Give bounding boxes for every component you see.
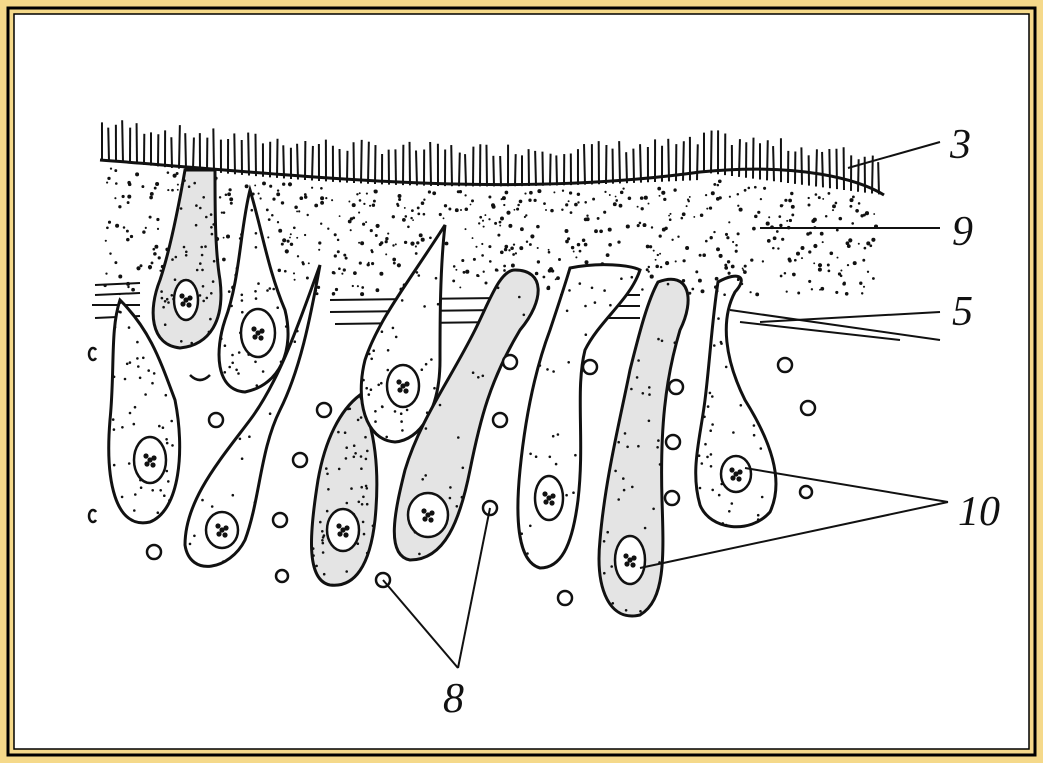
cilium [185, 133, 186, 169]
cilium [234, 133, 235, 174]
cilium [535, 151, 536, 186]
cilium [493, 156, 494, 187]
cilium [108, 128, 109, 161]
label-nuclei: 10 [958, 489, 1000, 535]
cilium [465, 154, 466, 186]
cilium [193, 137, 194, 170]
cilium [697, 144, 698, 180]
cilium [486, 145, 487, 187]
label-mucus: 9 [952, 209, 973, 255]
cilium [312, 146, 313, 181]
label-membrane: 5 [952, 289, 973, 335]
cilium [626, 152, 627, 183]
cilium [416, 150, 417, 185]
cilium [619, 141, 620, 183]
cilium [297, 144, 298, 180]
cilium [283, 145, 284, 178]
cilium [816, 149, 817, 186]
cilium [773, 146, 774, 181]
cilium [584, 144, 585, 185]
cilium [683, 141, 684, 180]
cilium [711, 131, 712, 174]
cilium [395, 149, 396, 185]
cilium [361, 140, 362, 184]
cilium [171, 137, 172, 168]
cilium [515, 154, 516, 186]
cilium [255, 134, 256, 176]
cilium [500, 156, 501, 186]
cilium [753, 138, 754, 179]
cilium [550, 154, 551, 186]
cilium [556, 155, 557, 185]
cilium [767, 140, 768, 180]
label-granules: 8 [443, 676, 464, 722]
label-cilia: 3 [949, 122, 971, 168]
cilium [878, 162, 879, 194]
cilium [836, 149, 837, 189]
cilium [640, 144, 641, 182]
cilium [122, 120, 123, 162]
cilium [248, 133, 249, 176]
cilium [829, 149, 830, 188]
cilium [542, 152, 543, 186]
cilium [739, 139, 740, 177]
cilium [430, 142, 431, 186]
cilium [451, 145, 452, 186]
cilium [368, 142, 369, 184]
cilium [801, 147, 802, 184]
cilium [668, 139, 669, 182]
cilium [459, 153, 460, 187]
cilium [213, 128, 214, 172]
cilium [633, 149, 634, 183]
cilium [179, 125, 180, 169]
cilium [822, 152, 823, 187]
cilium [277, 139, 278, 178]
